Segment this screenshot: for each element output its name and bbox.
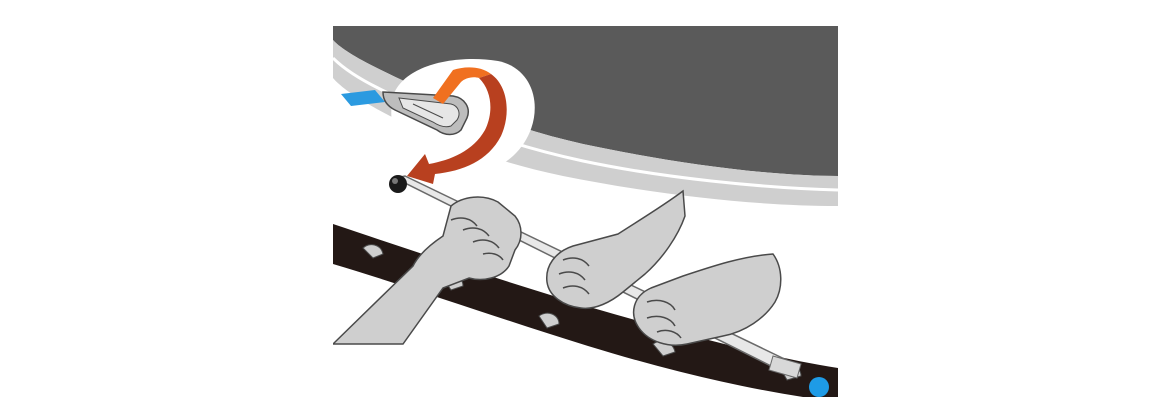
- rod-end-cap-icon: [389, 175, 407, 193]
- assembly-illustration: [333, 26, 838, 397]
- hand-right: [634, 254, 781, 345]
- illustration-svg: [333, 26, 838, 397]
- marker-dot: [809, 377, 829, 397]
- rod-cap-highlight: [392, 178, 398, 184]
